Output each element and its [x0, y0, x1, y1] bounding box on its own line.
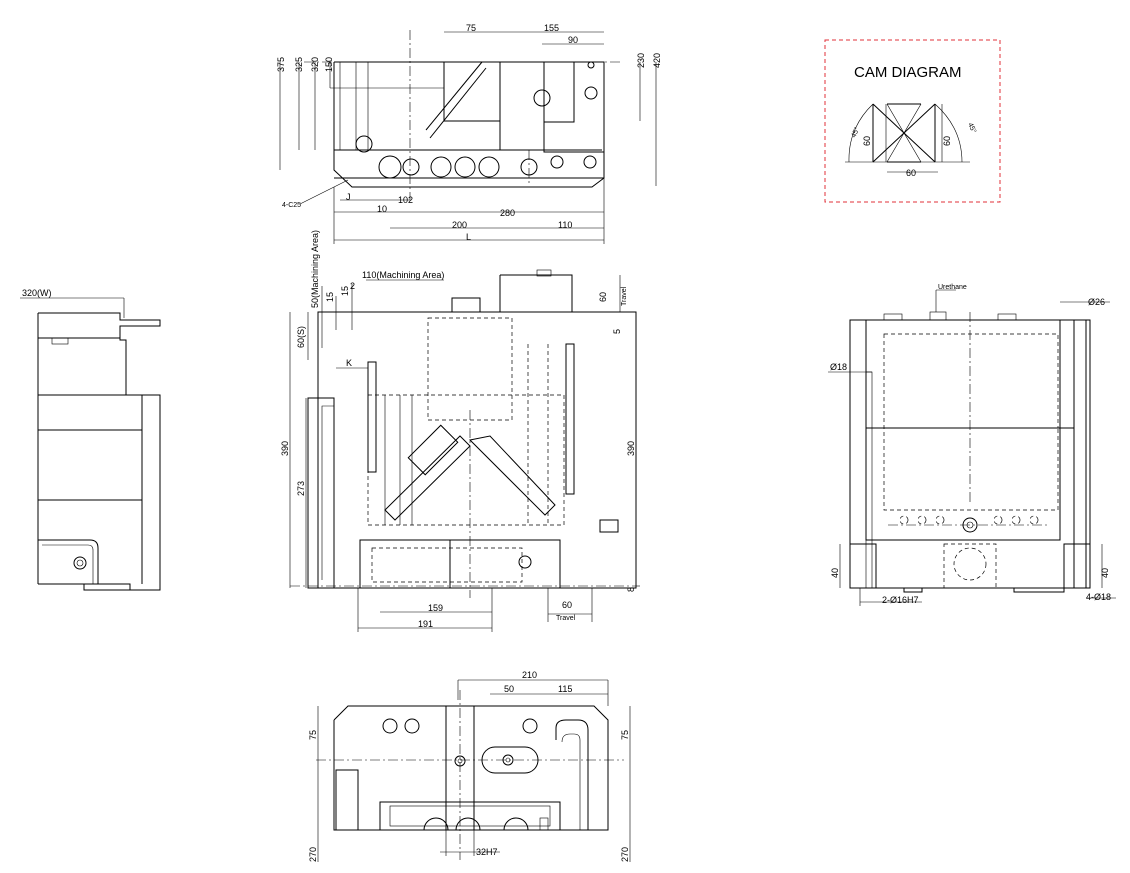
dim-155: 155 [544, 23, 559, 33]
dim-273: 273 [296, 481, 306, 496]
dim-75-top: 75 [466, 23, 476, 33]
dim-320w: 320(W) [22, 288, 52, 298]
dim-60s: 60(S) [296, 326, 306, 348]
dim-40-left: 40 [830, 568, 840, 578]
cam-profile [845, 103, 970, 173]
dim-15a: 15 [325, 292, 335, 302]
dim-travel-bottom-label: Travel [556, 615, 576, 622]
dim-390-right: 390 [626, 441, 636, 456]
dim-270-left: 270 [308, 847, 318, 862]
dim-102: 102 [398, 195, 413, 205]
dim-d18: Ø18 [830, 362, 847, 372]
dim-325: 325 [294, 57, 304, 72]
dim-40-right: 40 [1100, 568, 1110, 578]
dim-5: 5 [612, 329, 622, 334]
dim-75-left: 75 [308, 730, 318, 740]
top-view [279, 30, 657, 244]
dim-375: 375 [276, 57, 286, 72]
dim-200: 200 [452, 220, 467, 230]
dim-280: 280 [500, 208, 515, 218]
side-view [828, 289, 1116, 606]
dim-110-machining-area: 110(Machining Area) [362, 270, 444, 280]
cam-height-right: 60 [942, 136, 952, 146]
front-view [289, 269, 640, 632]
dim-travel-top-label: Travel [621, 286, 628, 306]
dim-191: 191 [418, 619, 433, 629]
dim-115: 115 [558, 684, 572, 694]
cam-diagram-title: CAM DIAGRAM [854, 64, 962, 81]
dim-15b: 15 [340, 286, 350, 296]
dim-230: 230 [636, 53, 646, 68]
dim-2-d16h7: 2-Ø16H7 [882, 595, 919, 605]
dim-l: L [466, 232, 471, 242]
dim-159: 159 [428, 603, 443, 613]
cam-diagram-frame [824, 39, 1001, 203]
dim-90: 90 [568, 35, 578, 45]
dim-150: 150 [324, 57, 334, 72]
dim-50-machining-area: 50(Machining Area) [310, 230, 320, 308]
dim-k: K [346, 358, 352, 368]
dim-32h7: 32H7 [476, 847, 498, 857]
dim-75-right: 75 [620, 730, 630, 740]
cam-height-left: 60 [862, 136, 872, 146]
dim-4-d18: 4-Ø18 [1086, 592, 1111, 602]
dim-4-c25: 4-C25 [282, 202, 301, 209]
dim-50: 50 [504, 684, 514, 694]
dim-travel-top-value: 60 [598, 292, 608, 302]
cam-diagram: CAM DIAGRAM 60 60 60 45° 45° [824, 39, 1001, 203]
dim-j: J [346, 192, 351, 202]
cam-angle-right: 45° [966, 121, 978, 134]
dim-110: 110 [558, 220, 572, 230]
bottom-view [316, 679, 631, 862]
dim-8: 8 [626, 587, 636, 592]
dim-320: 320 [310, 57, 320, 72]
cam-width: 60 [906, 168, 916, 178]
cam-angle-left: 45° [850, 126, 862, 139]
dim-270-right: 270 [620, 847, 630, 862]
dim-10: 10 [377, 204, 387, 214]
left-view [20, 297, 161, 591]
dim-2: 2 [350, 281, 355, 291]
dim-390-left: 390 [280, 441, 290, 456]
dim-travel-bottom-value: 60 [562, 600, 572, 610]
dim-d26: Ø26 [1088, 297, 1105, 307]
label-urethane: Urethane [938, 284, 967, 291]
dim-210: 210 [522, 670, 537, 680]
dim-420: 420 [652, 53, 662, 68]
